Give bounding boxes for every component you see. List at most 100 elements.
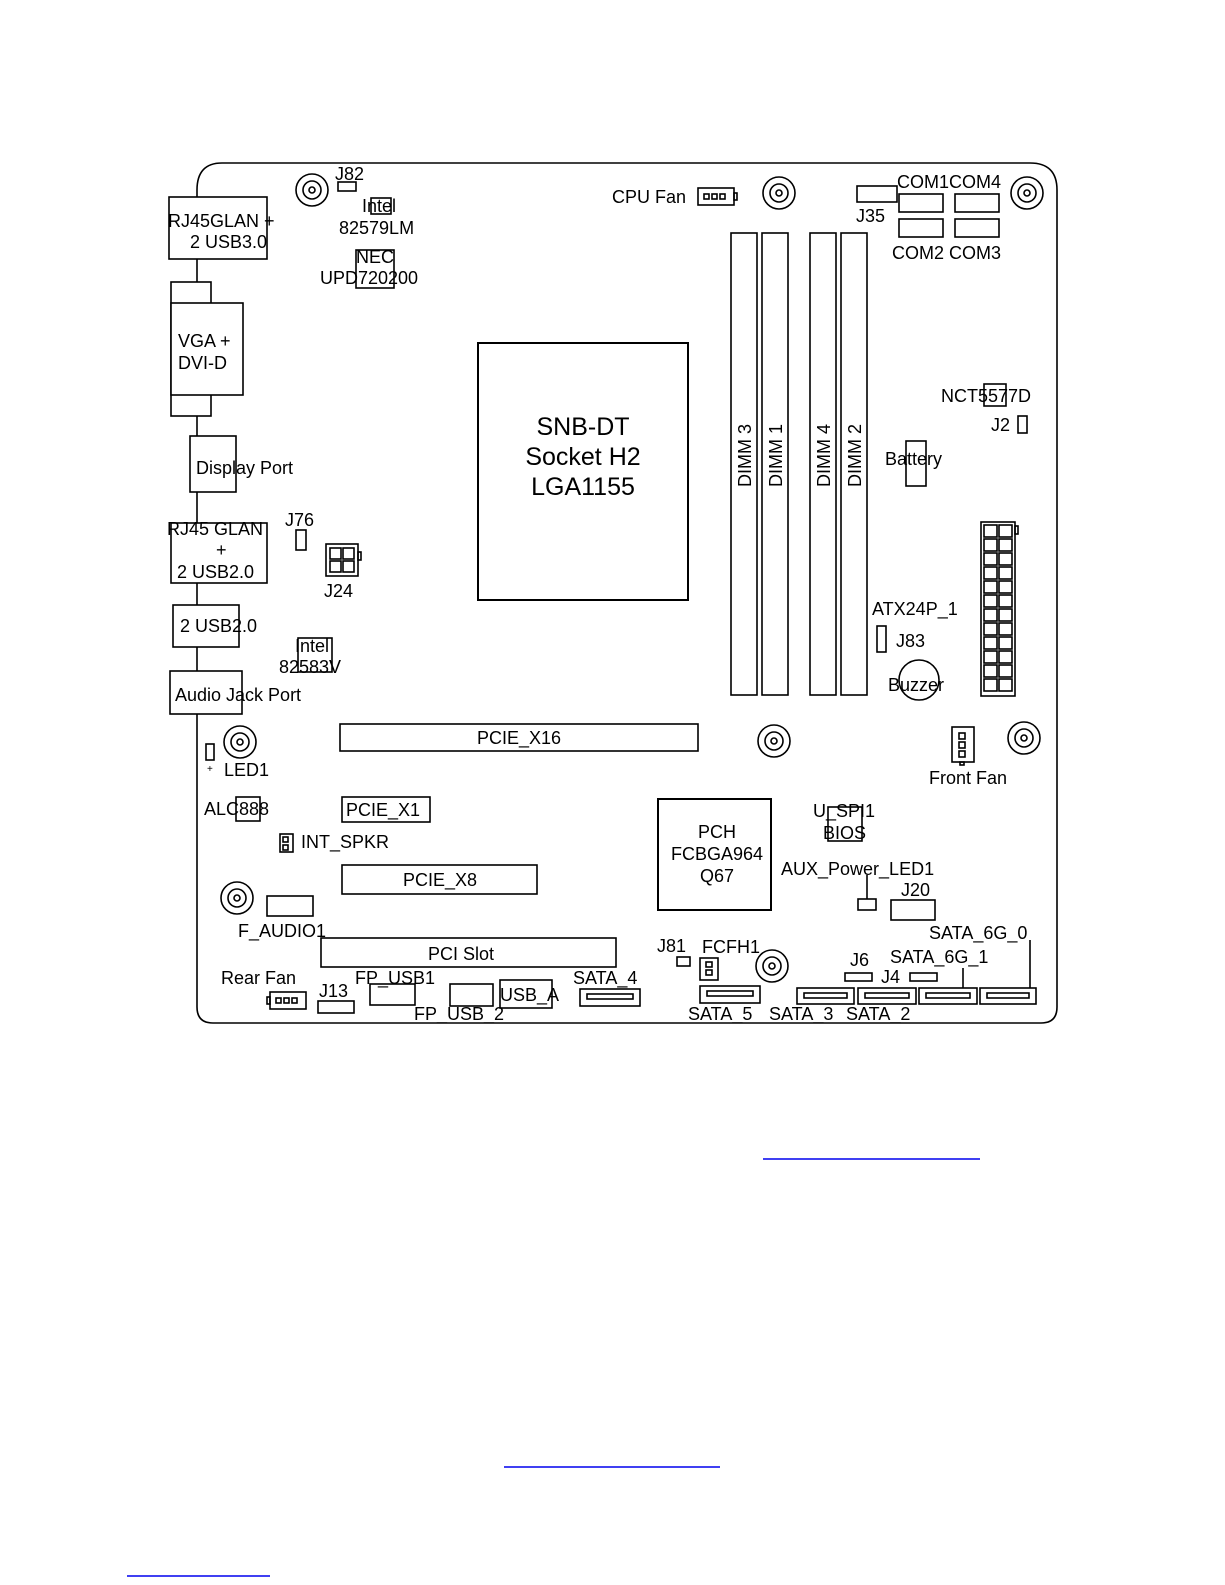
j2-jumper <box>1017 415 1028 434</box>
aux-led-label: AUX_Power_LED1 <box>781 859 934 880</box>
display-port-label: Display Port <box>196 458 293 478</box>
rj45-usb3-port <box>168 196 268 260</box>
j24-power-connector <box>325 543 362 577</box>
pci-label: PCI Slot <box>428 944 494 964</box>
j35-header <box>856 185 898 203</box>
sata-5-connector <box>699 985 761 1004</box>
front-fan-header <box>951 726 975 766</box>
pcie-x8-label: PCIE_X8 <box>403 870 477 891</box>
fcfh1-header <box>699 957 719 981</box>
com1com4-label: COM1COM4 <box>897 172 1001 192</box>
j81-label: J81 <box>657 936 686 956</box>
cpu-fan-label: CPU Fan <box>612 187 686 207</box>
j13-label: J13 <box>319 981 348 1001</box>
audio-jack-port <box>169 670 243 715</box>
intel-lan-chip <box>370 197 392 215</box>
sata5-label: SATA_5 <box>688 1004 752 1025</box>
sata6g0-label: SATA_6G_0 <box>929 923 1027 944</box>
sata6g1-label: SATA_6G_1 <box>890 947 988 968</box>
pcie-x16-slot <box>339 723 699 752</box>
atx24-label: ATX24P_1 <box>872 599 958 620</box>
com1-header <box>898 193 944 213</box>
audio-jack-label: Audio Jack Port <box>175 685 301 705</box>
usb2-port <box>172 604 240 648</box>
j24-label: J24 <box>324 581 353 601</box>
nct-superio-chip <box>983 383 1007 407</box>
pci-slot <box>320 937 617 968</box>
com2-header <box>898 218 944 238</box>
j20-header <box>890 899 936 921</box>
nec-label: UPD720200 <box>320 268 418 288</box>
pcie-x1-slot <box>341 796 431 823</box>
int-spkr-label: INT_SPKR <box>301 832 389 853</box>
rj45-usb2-label: RJ45 GLAN <box>167 519 263 539</box>
j35-label: J35 <box>856 206 885 226</box>
fp-usb2-label: FP_USB_2 <box>414 1004 504 1025</box>
j83-label: J83 <box>896 631 925 651</box>
mounting-hole <box>220 881 254 915</box>
pch-chip <box>657 798 772 911</box>
intel-lan-label: Intel <box>362 196 396 216</box>
intel-lan-label: 82579LM <box>339 218 414 238</box>
mounting-hole <box>223 725 257 759</box>
cpu-fan-header <box>697 187 738 206</box>
dimm-slot <box>730 232 758 696</box>
vga-dvi-port <box>170 281 244 417</box>
mounting-hole <box>757 724 791 758</box>
int-spkr-header <box>279 833 294 853</box>
nec-usb3-chip <box>355 249 395 289</box>
sata4-label: SATA_4 <box>573 968 637 989</box>
cpu-socket-label: LGA1155 <box>531 473 635 501</box>
mounting-hole <box>1007 721 1041 755</box>
com2com3-label: COM2 COM3 <box>892 243 1001 263</box>
intel-phy-label: 82583V <box>279 657 341 677</box>
buzzer-label: Buzzer <box>888 675 944 695</box>
j4-label: J4 <box>881 967 900 987</box>
dimm-slot <box>809 232 837 696</box>
mounting-hole <box>295 173 329 207</box>
bios-spi-chip <box>827 806 863 842</box>
display-port <box>189 435 237 493</box>
atx24-power-connector <box>980 521 1019 697</box>
com3-header <box>954 218 1000 238</box>
fp-usb1-header <box>369 983 416 1006</box>
cpu-socket-label: Socket H2 <box>525 443 640 471</box>
sata2-label: SATA_2 <box>846 1004 910 1025</box>
dimm-slot <box>840 232 868 696</box>
dimm-slot <box>761 232 789 696</box>
dvi-label: DVI-D <box>178 353 227 373</box>
battery-label: Battery <box>885 449 942 469</box>
board-outline <box>196 162 1058 1024</box>
buzzer <box>898 659 940 701</box>
spi-label: U_SPI1 <box>813 801 875 822</box>
fp-usb2-header <box>449 983 494 1007</box>
j6-label: J6 <box>850 950 869 970</box>
vga-label: VGA + <box>178 331 231 351</box>
pch-label: Q67 <box>700 866 734 886</box>
pcie-x16-label: PCIE_X16 <box>477 728 561 749</box>
dimm-label: DIMM 3 <box>735 424 755 487</box>
j76-jumper <box>295 529 307 551</box>
j4-header <box>909 972 938 982</box>
sata-6g-0-connector <box>979 987 1037 1005</box>
nct-label: NCT5577D <box>941 386 1031 406</box>
fp-usb1-label: FP_USB1 <box>355 968 435 989</box>
dimm-label: DIMM 4 <box>814 424 834 487</box>
mounting-hole <box>762 176 796 210</box>
intel-phy-chip <box>297 637 333 673</box>
sata-4-connector <box>579 988 641 1007</box>
com4-header <box>954 193 1000 213</box>
sata-2-connector <box>857 987 917 1005</box>
j76-label: J76 <box>285 510 314 530</box>
rj45-usb3-label: 2 USB3.0 <box>190 232 267 252</box>
j83-header <box>876 625 887 653</box>
pch-label: FCBGA964 <box>671 844 763 864</box>
usb-a-connector <box>499 979 553 1009</box>
led1-label: LED1 <box>224 760 269 780</box>
battery <box>905 440 927 487</box>
j20-label: J20 <box>901 880 930 900</box>
front-fan-label: Front Fan <box>929 768 1007 788</box>
pcie-x1-label: PCIE_X1 <box>346 800 420 821</box>
pcie-x8-slot <box>341 864 538 895</box>
